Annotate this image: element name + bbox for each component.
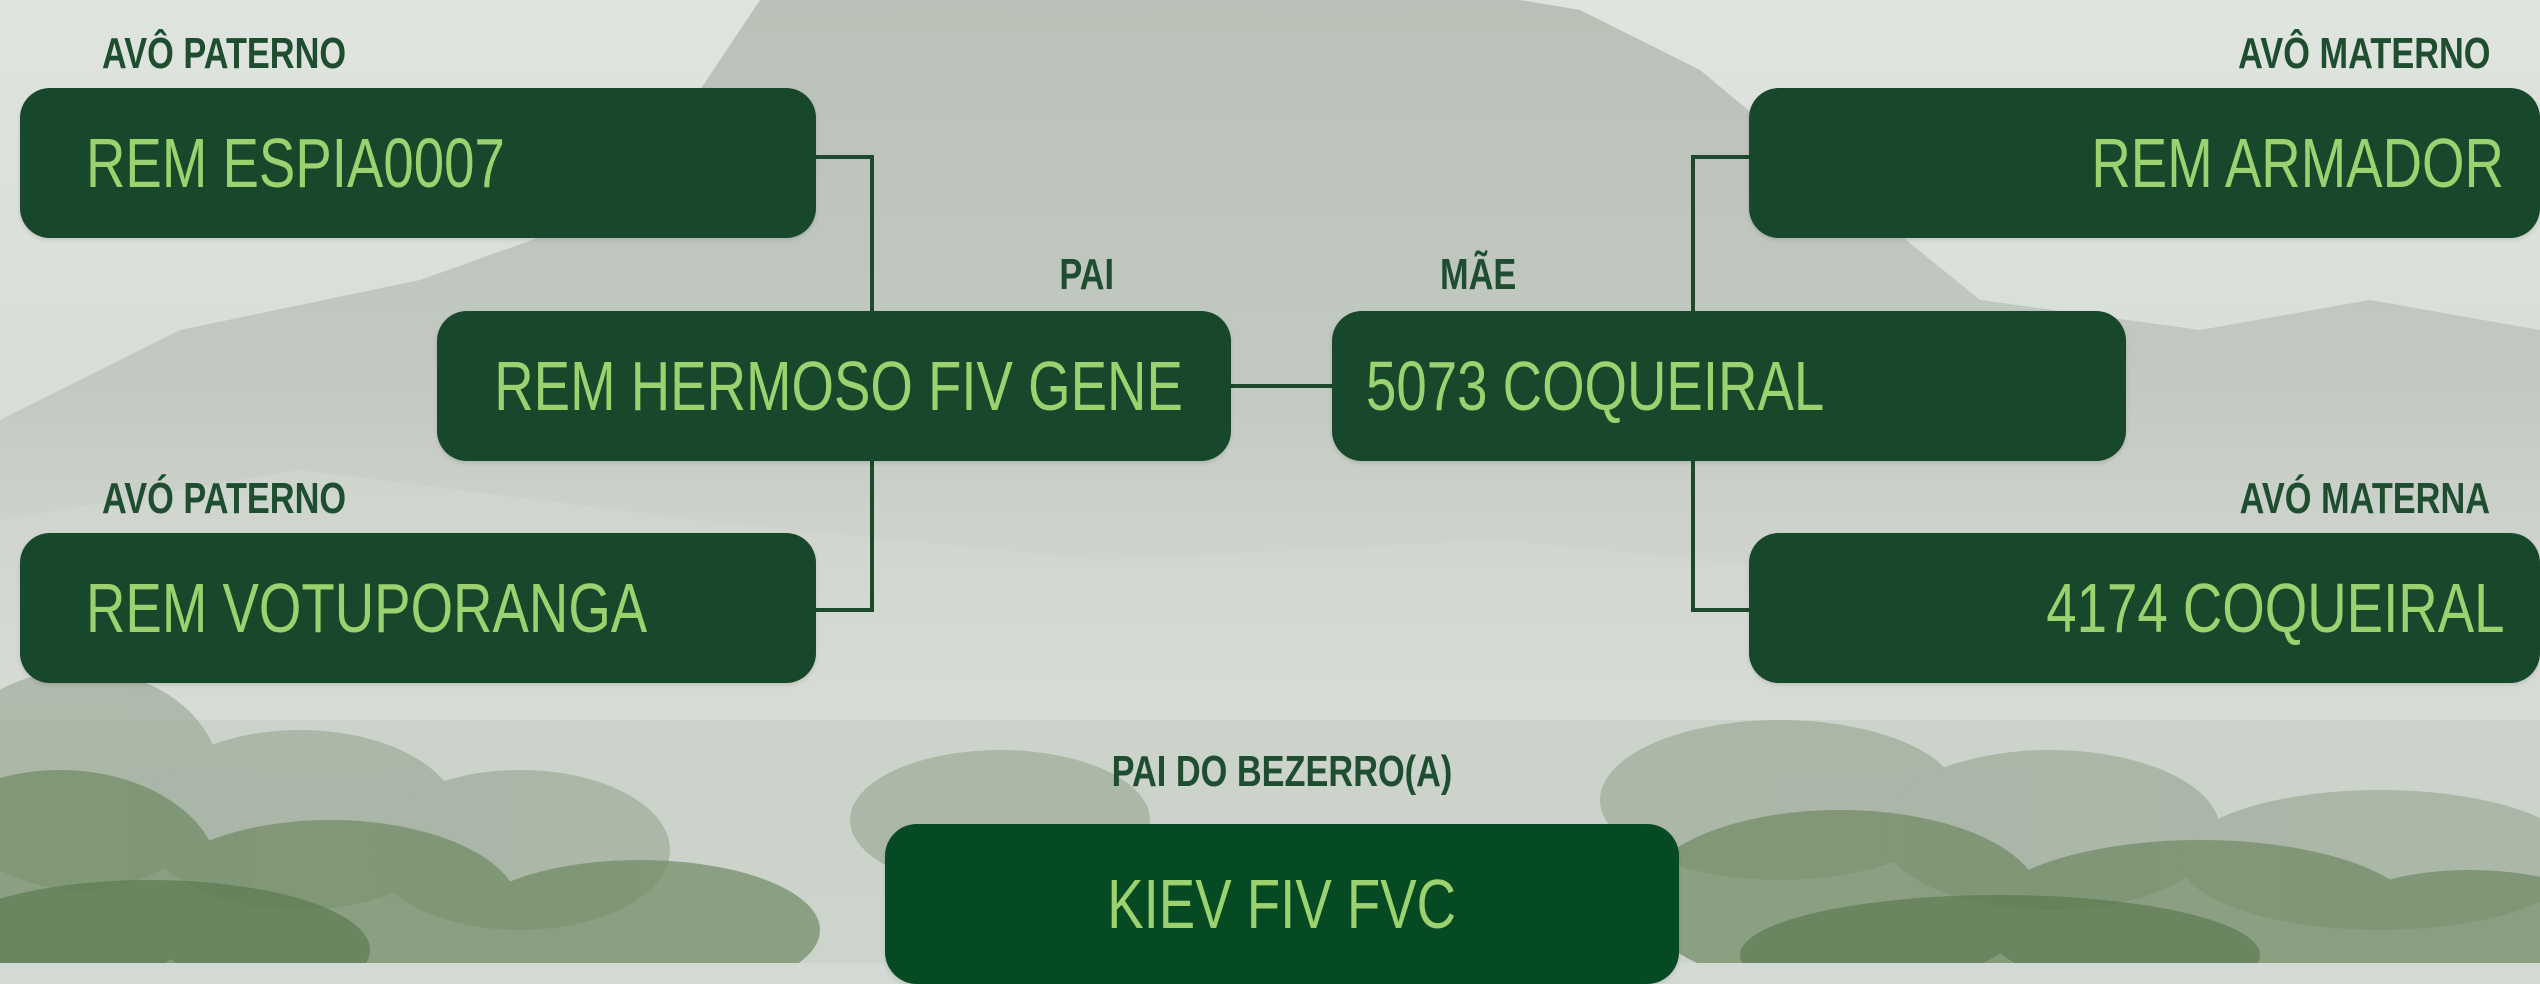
calf-sire-box: KIEV FIV FVC bbox=[885, 824, 1679, 984]
connector-maternal-grandmother bbox=[1691, 460, 1750, 612]
connector-paternal-grandfather bbox=[815, 155, 874, 312]
paternal-grandmother-box: REM VOTUPORANGA bbox=[20, 533, 816, 683]
calf-sire-label: PAI DO BEZERRO(A) bbox=[1111, 747, 1453, 796]
paternal-grandfather-box: REM ESPIA0007 bbox=[20, 88, 816, 238]
connector-paternal-grandmother bbox=[815, 460, 874, 612]
mother-label: MÃE bbox=[1440, 250, 1517, 299]
maternal-grandfather-box: REM ARMADOR bbox=[1749, 88, 2540, 238]
paternal-grandfather-label: AVÔ PATERNO bbox=[102, 29, 347, 78]
maternal-grandmother-box: 4174 COQUEIRAL bbox=[1749, 533, 2540, 683]
maternal-grandmother-label: AVÓ MATERNA bbox=[2239, 474, 2490, 523]
maternal-grandfather-name: REM ARMADOR bbox=[2091, 124, 2504, 202]
maternal-grandmother-name: 4174 COQUEIRAL bbox=[2045, 569, 2504, 647]
maternal-grandfather-label: AVÔ MATERNO bbox=[2237, 29, 2490, 78]
calf-sire-name: KIEV FIV FVC bbox=[1107, 865, 1457, 943]
paternal-grandmother-name: REM VOTUPORANGA bbox=[86, 569, 648, 647]
father-name: REM HERMOSO FIV GENE bbox=[494, 347, 1183, 425]
connector-maternal-grandfather bbox=[1691, 155, 1750, 312]
mother-name: 5073 COQUEIRAL bbox=[1366, 347, 1825, 425]
father-label: PAI bbox=[1059, 250, 1114, 299]
father-box: REM HERMOSO FIV GENE bbox=[437, 311, 1231, 461]
paternal-grandmother-label: AVÓ PATERNO bbox=[102, 474, 347, 523]
paternal-grandfather-name: REM ESPIA0007 bbox=[86, 124, 505, 202]
mother-box: 5073 COQUEIRAL bbox=[1332, 311, 2126, 461]
pedigree-connectors bbox=[815, 155, 1750, 612]
